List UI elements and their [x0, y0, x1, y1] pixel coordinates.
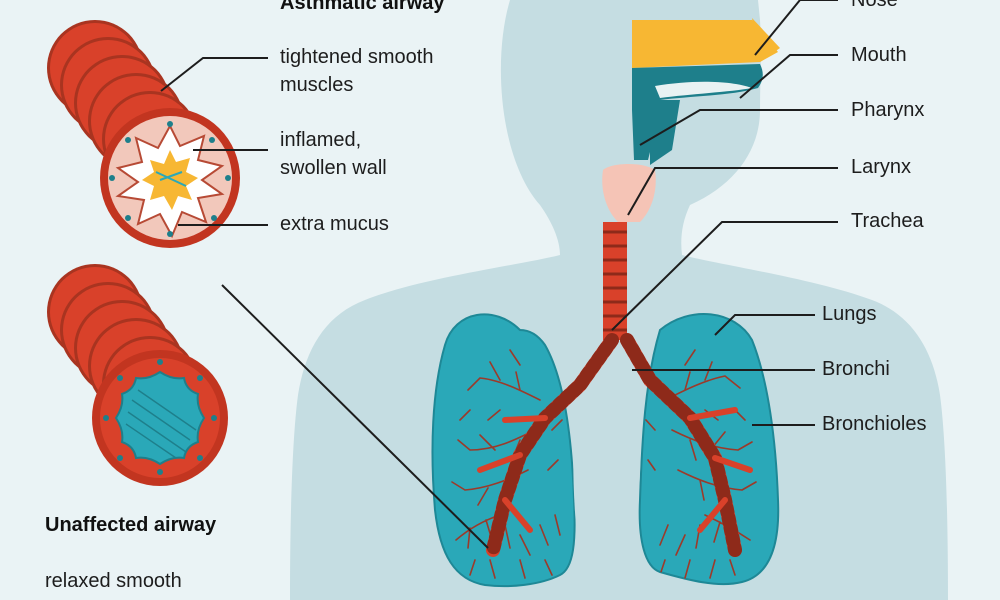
label-inflamed-line1: inflamed, [280, 129, 362, 151]
asthmatic-airway-title: Asthmatic airway [280, 0, 445, 14]
leader-lines [160, 0, 838, 549]
label-tightened-muscles-line2: muscles [280, 74, 354, 96]
pharynx-region [650, 100, 680, 165]
label-larynx: Larynx [851, 156, 912, 178]
left-lung [431, 313, 576, 588]
label-trachea: Trachea [851, 210, 924, 232]
trachea-rings [603, 230, 627, 332]
extra-mucus [142, 150, 198, 210]
head-airway [632, 18, 780, 165]
label-extra-mucus: extra mucus [280, 213, 389, 235]
label-nose: Nose [851, 0, 898, 11]
label-inflamed-line2: swollen wall [280, 157, 387, 179]
label-lungs: Lungs [822, 303, 877, 325]
label-relaxed-muscles: relaxed smooth [45, 570, 182, 592]
bronchi [477, 333, 753, 557]
unaffected-airway-title: Unaffected airway [45, 514, 217, 536]
label-bronchi: Bronchi [822, 358, 890, 380]
label-pharynx: Pharynx [851, 99, 925, 121]
asthmatic-airway-illustration [47, 20, 240, 248]
unaffected-airway-illustration [47, 264, 228, 486]
mouth-opening [655, 81, 752, 98]
label-bronchioles: Bronchioles [822, 413, 927, 435]
nasal-cavity [632, 20, 778, 68]
label-tightened-muscles-line1: tightened smooth [280, 46, 434, 68]
larynx-trachea [602, 164, 656, 340]
trachea [603, 222, 627, 340]
open-lumen [114, 370, 206, 466]
larynx [602, 164, 656, 222]
label-mouth: Mouth [851, 44, 907, 66]
cardiac-notch [573, 405, 641, 560]
